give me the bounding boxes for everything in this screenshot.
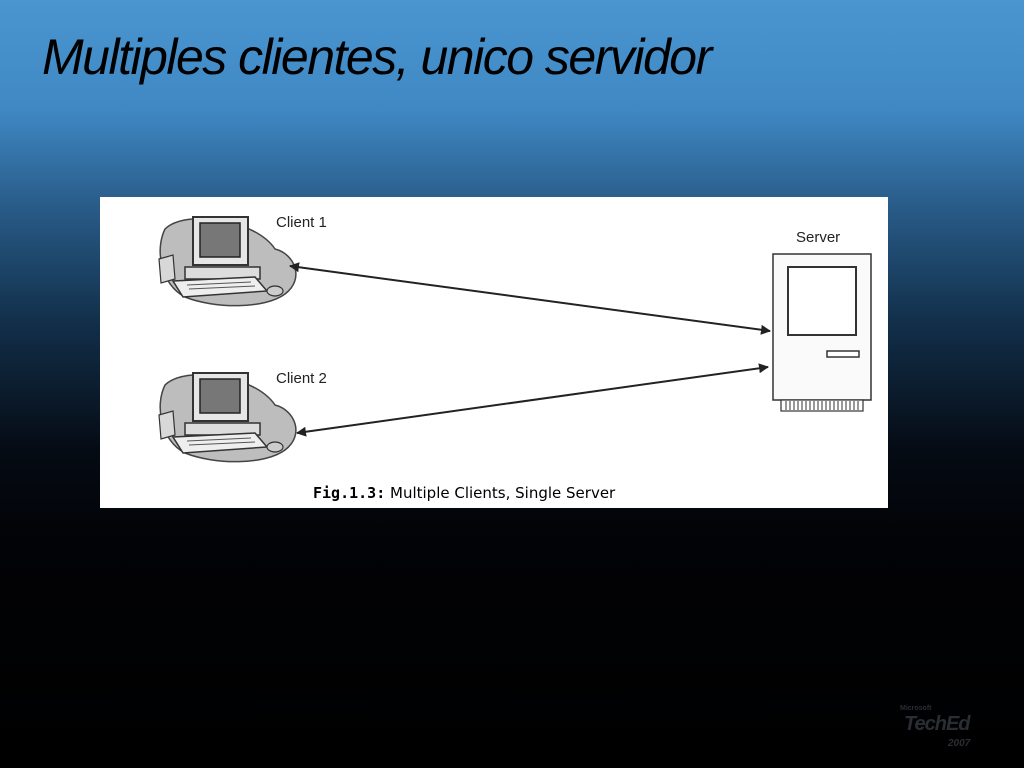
caption-number: Fig.1.3: [313,484,386,502]
client1-server-arrow [289,262,771,335]
client1-label: Client 1 [276,214,327,231]
client1-computer-icon [158,216,297,307]
server-label: Server [796,229,841,246]
client2-server-arrow [296,363,769,437]
caption-text: Multiple Clients, Single Server [385,484,616,502]
logo-year: 2007 [948,738,971,749]
figure-caption: Fig.1.3: Multiple Clients, Single Server [313,484,615,502]
logo-brand: Microsoft [900,705,932,712]
slide-title: Multiples clientes, unico servidor [42,29,712,85]
client2-label: Client 2 [276,370,327,387]
server-icon [772,253,872,412]
logo-name: TechEd [904,713,970,735]
teched-logo: Microsoft TechEd 2007 [898,703,990,753]
client-server-figure: Client 1 Client 2 Server Fig.1.3: Multip… [100,197,888,508]
client2-computer-icon [158,372,297,463]
